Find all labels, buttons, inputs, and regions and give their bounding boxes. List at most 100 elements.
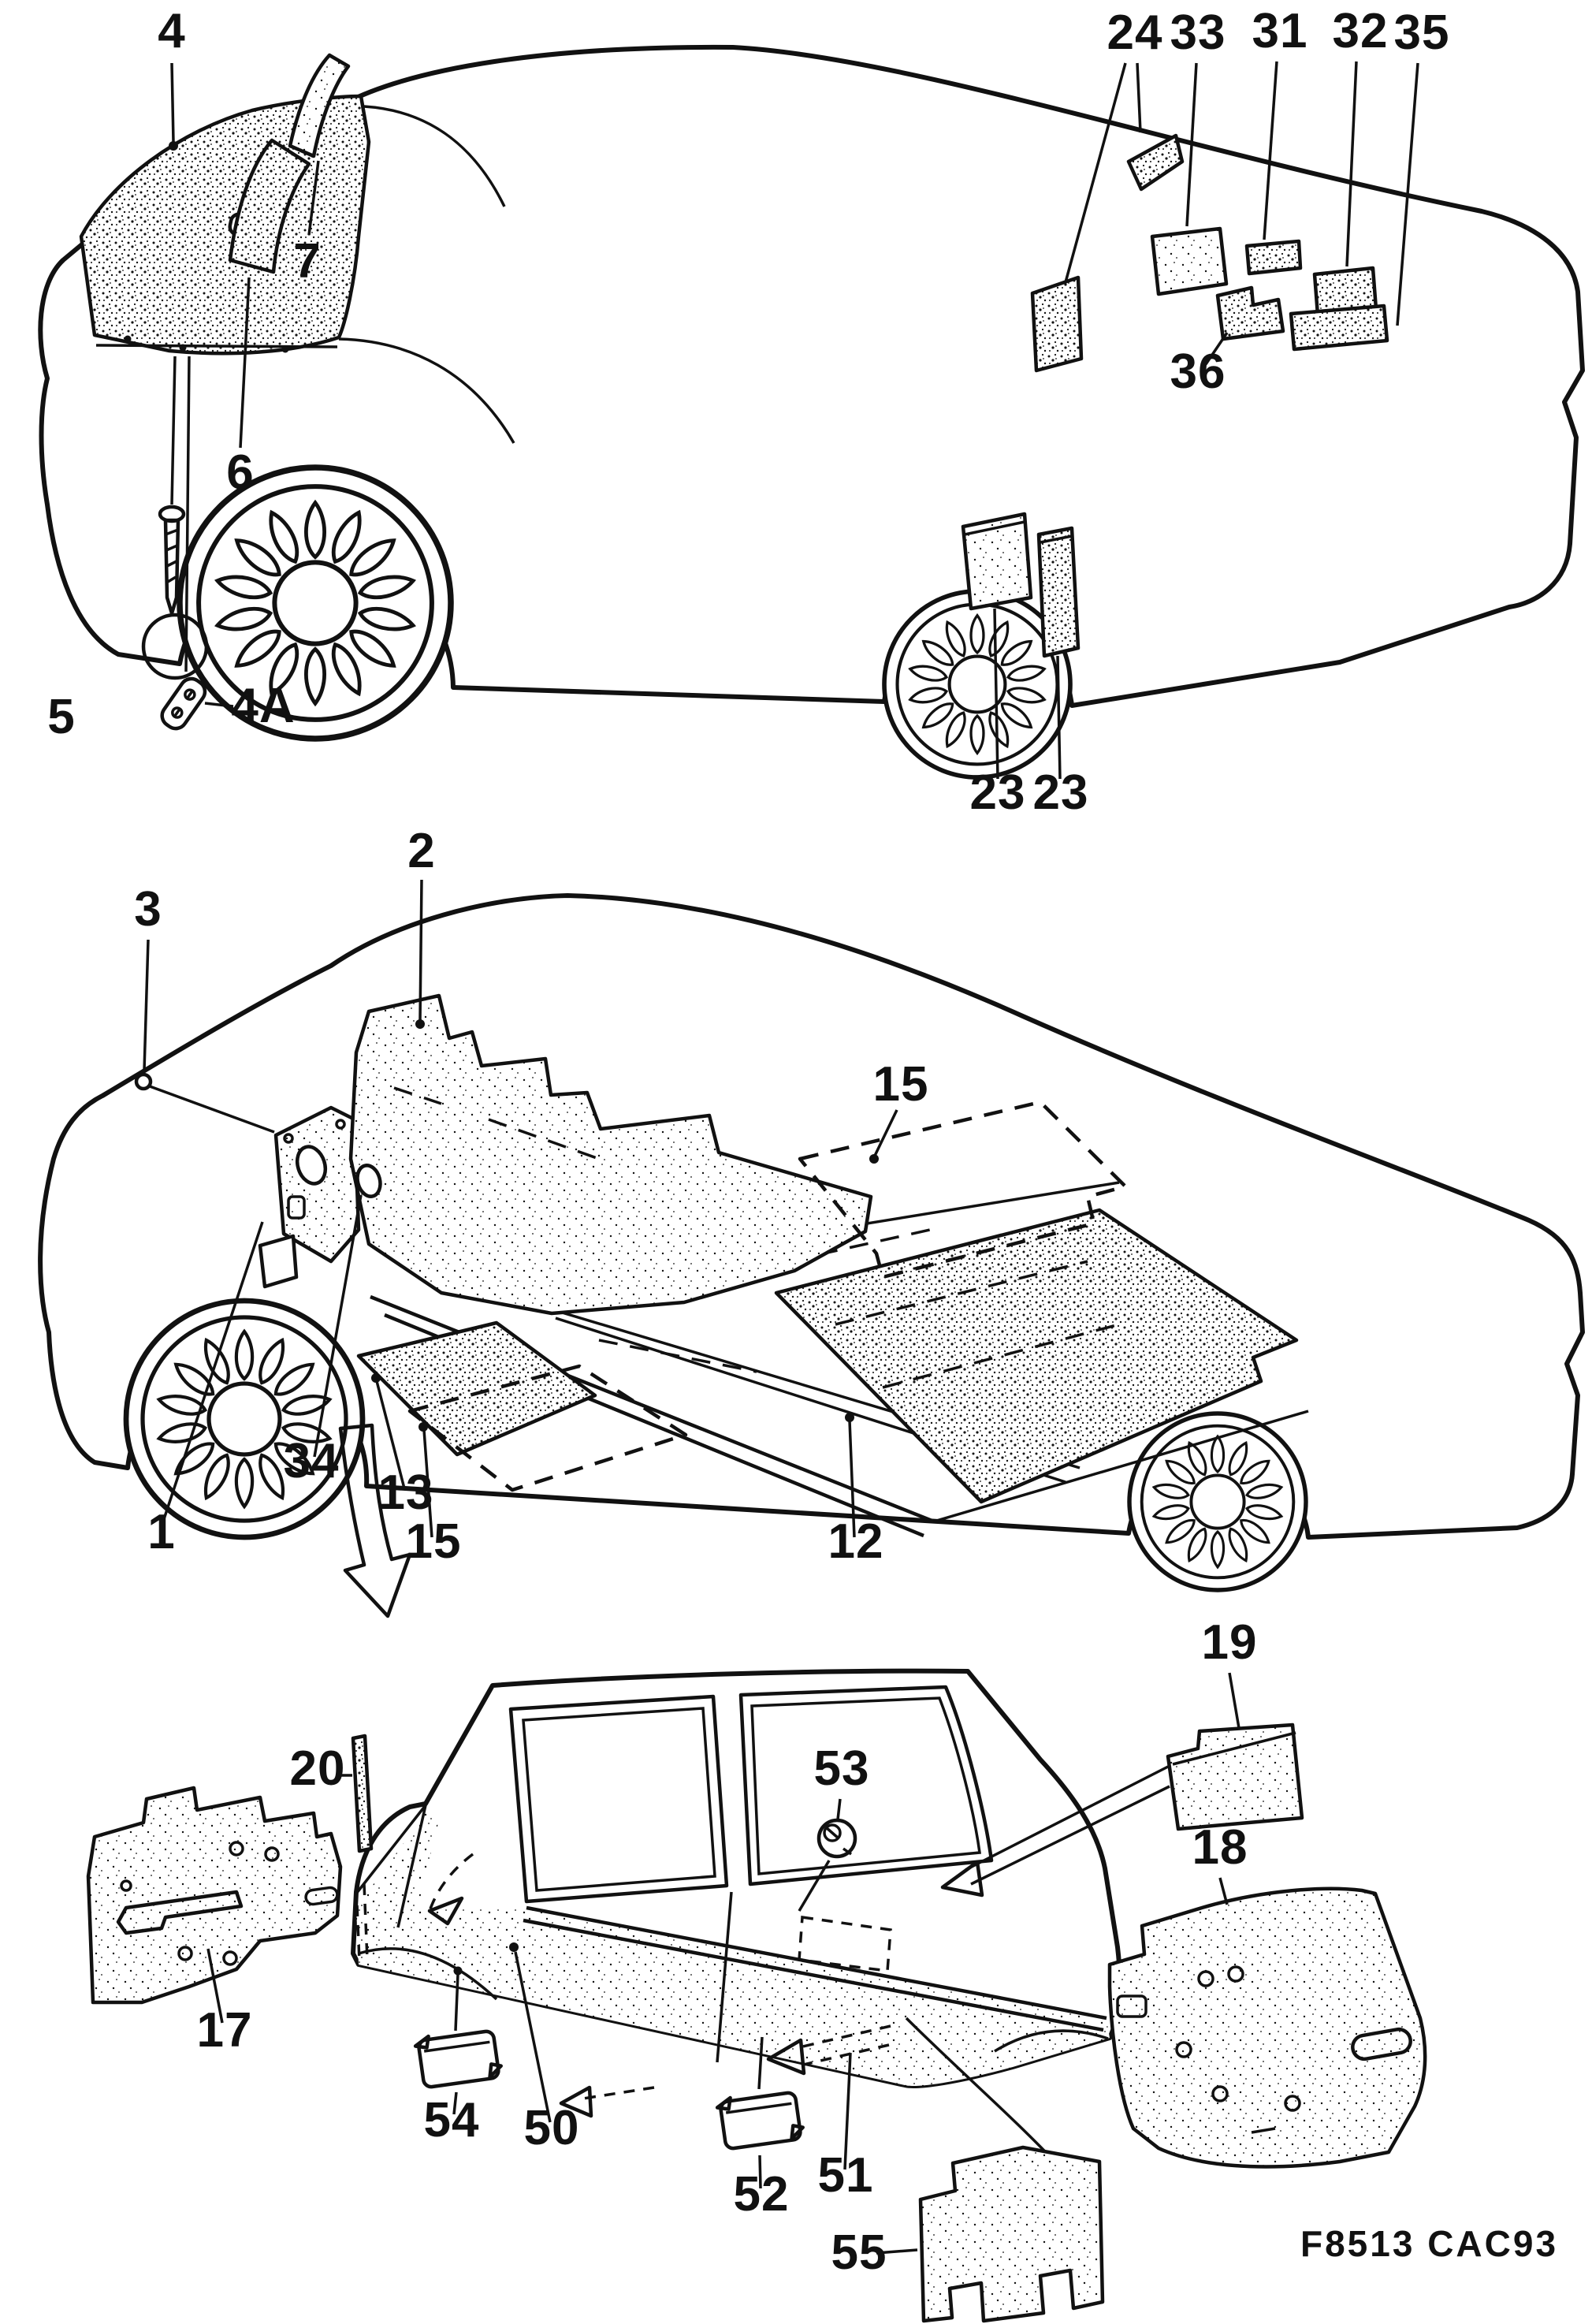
part-31-pad bbox=[1244, 239, 1303, 276]
callout-17: 17 bbox=[197, 2003, 253, 2058]
leader-23a bbox=[993, 608, 999, 780]
part-55-sill-insulation-block bbox=[905, 2017, 1105, 2323]
parts bbox=[79, 53, 1427, 2323]
leader-18 bbox=[1218, 1877, 1229, 1905]
leader-13 bbox=[375, 1380, 406, 1489]
leader-dot-50 bbox=[509, 1942, 519, 1952]
part-7-apillar-strip bbox=[288, 53, 351, 158]
leader-33 bbox=[1185, 62, 1198, 227]
part-13-front-floor-mat bbox=[356, 1320, 597, 1457]
callout-1: 1 bbox=[147, 1505, 175, 1559]
leader-12 bbox=[848, 1420, 856, 1538]
part-3-clip bbox=[134, 1072, 275, 1134]
part-2-dash-panel-insulation bbox=[348, 993, 873, 1316]
down-arrow bbox=[338, 1423, 412, 1618]
leader-50 bbox=[514, 1951, 552, 2123]
leader-24 bbox=[1064, 62, 1127, 283]
callout-2: 2 bbox=[407, 824, 435, 878]
leader-4 bbox=[170, 62, 175, 143]
part-24-pad-upper bbox=[1126, 133, 1185, 192]
leader-dot-4 bbox=[169, 141, 178, 151]
leader-23b bbox=[1056, 655, 1062, 780]
part-23-pad-left bbox=[961, 512, 1033, 611]
part-15-rear-mat-outline bbox=[798, 1100, 1128, 1279]
leader-3 bbox=[143, 939, 150, 1071]
callout-52: 52 bbox=[734, 2167, 790, 2222]
callout-32: 32 bbox=[1333, 4, 1389, 58]
callout-18: 18 bbox=[1192, 1820, 1248, 1875]
callout-31: 31 bbox=[1252, 4, 1308, 58]
leader-31 bbox=[1263, 61, 1278, 240]
part-18-rear-door-insulation-panel bbox=[1107, 1886, 1427, 2169]
leader-34 bbox=[313, 1194, 363, 1458]
wheel-2 bbox=[123, 1298, 366, 1540]
callout-13: 13 bbox=[378, 1466, 434, 1520]
leader-dot-2 bbox=[415, 1019, 425, 1029]
part-15-front-mat-outline bbox=[407, 1364, 688, 1492]
callout-23b: 23 bbox=[1033, 765, 1089, 820]
part-53-fastener bbox=[798, 1818, 857, 1912]
figure-code: F8513 CAC93 bbox=[1300, 2223, 1558, 2264]
car-bodies bbox=[38, 44, 1585, 2088]
callout-34: 34 bbox=[284, 1434, 340, 1488]
leader-4A bbox=[204, 702, 234, 708]
part-20-window-channel-strip bbox=[351, 1734, 374, 1962]
callout-12: 12 bbox=[828, 1514, 884, 1569]
callout-35: 35 bbox=[1394, 6, 1450, 60]
part-12-rear-floor-mat bbox=[774, 1208, 1299, 1504]
wheel-0 bbox=[177, 464, 454, 742]
leader-dot-15b bbox=[418, 1422, 428, 1432]
leader-32 bbox=[1345, 61, 1358, 267]
callout-50: 50 bbox=[524, 2101, 580, 2155]
part-4-hood-insulation bbox=[79, 94, 371, 356]
part-24-pad-lower bbox=[1030, 275, 1084, 373]
bottom-shell-details bbox=[355, 1685, 1110, 2118]
leader-6 bbox=[239, 277, 251, 449]
part-19-pad bbox=[940, 1723, 1304, 1898]
wheels bbox=[123, 464, 1308, 1592]
callout-53: 53 bbox=[814, 1741, 870, 1796]
callout-6: 6 bbox=[226, 445, 254, 500]
part-33-pad bbox=[1150, 226, 1229, 296]
callout-24: 24 bbox=[1107, 6, 1163, 60]
callout-15a: 15 bbox=[873, 1057, 929, 1112]
leader-dot-15a bbox=[869, 1154, 879, 1164]
leader-54 bbox=[452, 2091, 458, 2115]
part-1-cowl-side-panel bbox=[258, 1105, 361, 1289]
leader-dot-13 bbox=[371, 1373, 381, 1383]
top-car-apillar-line bbox=[363, 105, 506, 207]
leader-2 bbox=[418, 879, 423, 1022]
part-6-apillar-pad bbox=[228, 138, 311, 274]
part-35-pad bbox=[1289, 304, 1389, 352]
callout-15b: 15 bbox=[406, 1514, 462, 1569]
callout-19: 19 bbox=[1202, 1615, 1258, 1670]
leader-53 bbox=[836, 1798, 842, 1820]
callout-4A: 4A bbox=[231, 679, 295, 733]
leader-51 bbox=[843, 2052, 852, 2170]
leader-55 bbox=[876, 2248, 918, 2255]
top-car-cowl-line bbox=[338, 337, 515, 444]
part-23-pad-right bbox=[1036, 526, 1081, 658]
leader-15b bbox=[422, 1429, 433, 1538]
callout-20: 20 bbox=[290, 1741, 346, 1796]
leader-dot-12 bbox=[845, 1413, 854, 1422]
leader-7 bbox=[307, 160, 320, 236]
leader-36 bbox=[1204, 332, 1229, 365]
leader-35 bbox=[1396, 62, 1419, 326]
part-17-front-door-insulation-panel bbox=[86, 1786, 343, 2005]
part-34-grommet bbox=[355, 1164, 382, 1198]
callout-4: 4 bbox=[158, 4, 185, 58]
callout-36: 36 bbox=[1170, 345, 1226, 399]
leader-1 bbox=[160, 1221, 264, 1527]
part-4a-clip bbox=[160, 356, 207, 731]
part-52-clip bbox=[715, 2036, 805, 2151]
leader-17 bbox=[206, 1948, 224, 2024]
callout-7: 7 bbox=[293, 234, 321, 289]
part-5-screw bbox=[141, 356, 209, 680]
part-54-clip bbox=[413, 1966, 503, 2089]
callout-55: 55 bbox=[831, 2225, 887, 2280]
callout-23a: 23 bbox=[970, 765, 1026, 820]
